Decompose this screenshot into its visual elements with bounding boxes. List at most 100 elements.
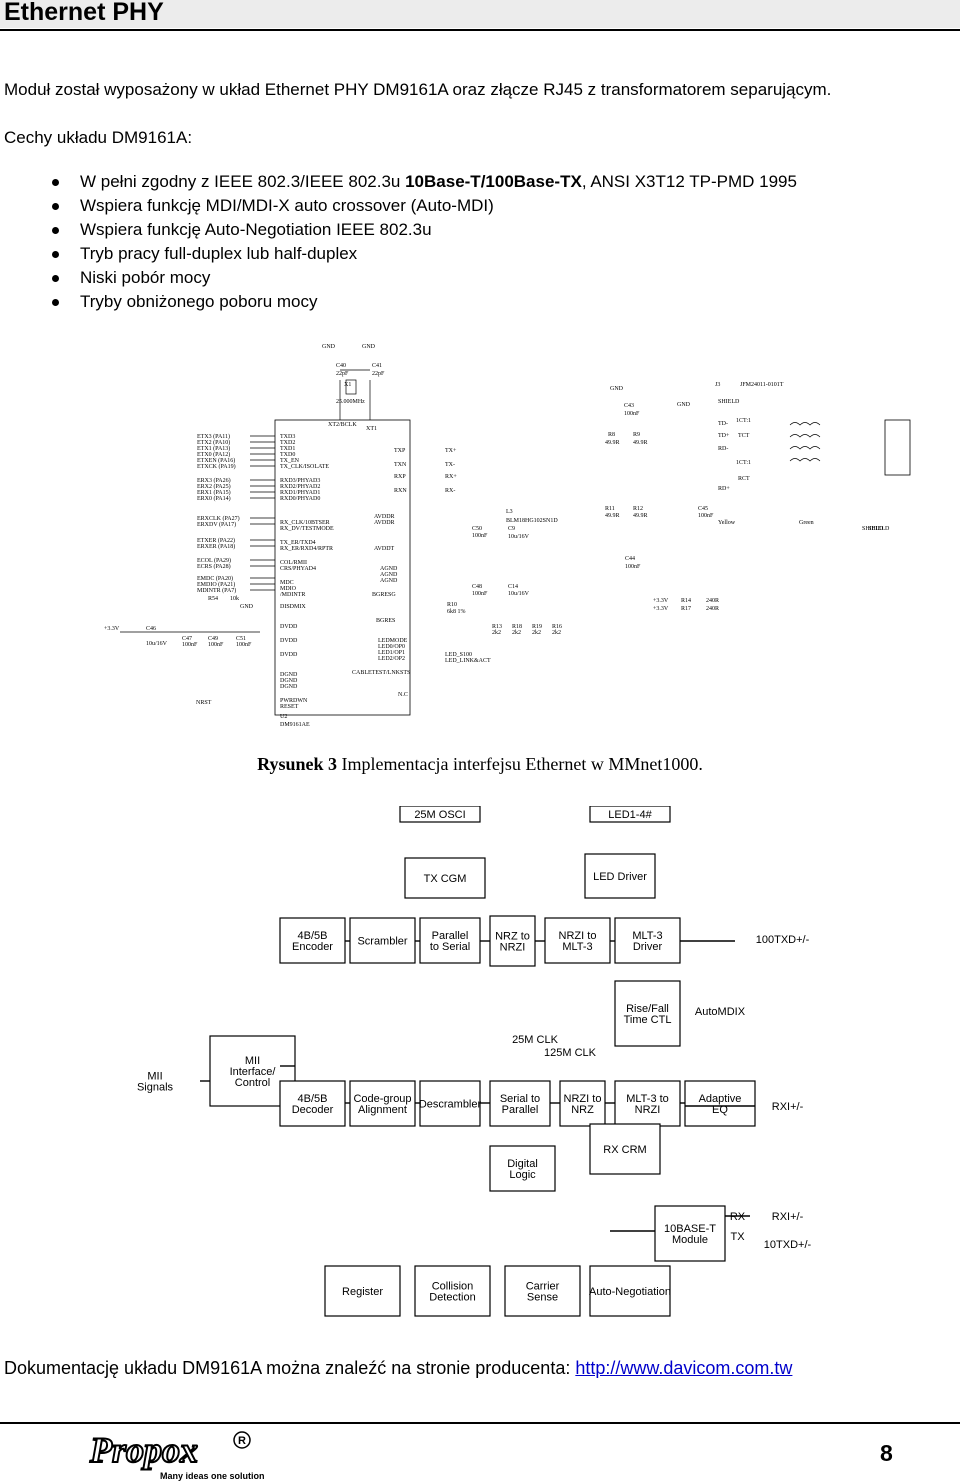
chip-pin-label: RX_CLK/10BTSER bbox=[280, 520, 330, 526]
chip-pin-label: RXD1/PHYAD1 bbox=[280, 490, 320, 496]
mii-signal-label: ETXCK (PA19) bbox=[197, 463, 236, 470]
bullet-icon bbox=[52, 299, 59, 306]
davicom-link[interactable]: http://www.davicom.com.tw bbox=[575, 1358, 793, 1378]
block-label-line: Driver bbox=[633, 941, 663, 953]
chip-pin-label: TX_CLK/ISOLATE bbox=[280, 464, 329, 470]
block-label-line: MLT-3 to bbox=[626, 1093, 669, 1105]
mii-signal-label: EMDC (PA20) bbox=[197, 575, 233, 582]
feature-text: Wspiera funkcję MDI/MDI-X auto crossover… bbox=[80, 196, 494, 215]
chip-pin-label: TX_ER/TXD4 bbox=[280, 540, 316, 546]
block-label-line: 25M OSCI bbox=[414, 809, 465, 821]
chip-right-label: CABLETEST/LNKSTS bbox=[352, 670, 410, 676]
block-label-line: Parallel bbox=[432, 930, 469, 942]
block-label: RXI+/- bbox=[772, 1101, 804, 1113]
logo-wordmark: Propox bbox=[89, 1430, 198, 1470]
block-box bbox=[414, 1265, 491, 1317]
chip-pin-label: DM9161AE bbox=[280, 722, 310, 728]
power-label: 100nF bbox=[236, 642, 252, 648]
chip-pin-label: RX_DV/TESTMODE bbox=[280, 526, 334, 532]
power-label: C46 bbox=[146, 626, 156, 632]
mii-signal-label: ERX1 (PA15) bbox=[197, 489, 231, 496]
block-box bbox=[279, 1080, 346, 1127]
block-label-line: NRZ bbox=[571, 1104, 594, 1116]
mii-signal-label: ERXER (PA18) bbox=[197, 543, 235, 550]
transformer-coil bbox=[789, 422, 821, 426]
block-box bbox=[324, 1265, 401, 1317]
chip-pin-label: CRS/PHYAD4 bbox=[280, 566, 316, 572]
block-box bbox=[614, 917, 681, 964]
block-label-line: MII bbox=[245, 1055, 260, 1067]
block-label-line: Digital bbox=[507, 1158, 538, 1170]
schematic-top-label: JFM24011-0101T bbox=[740, 382, 784, 388]
block-box bbox=[589, 806, 671, 823]
net-label: 49.9R bbox=[633, 440, 648, 446]
block-label-line: 25M CLK bbox=[512, 1034, 559, 1046]
net-label: RX- bbox=[445, 488, 455, 494]
feature-item: Niski pobór mocy bbox=[52, 268, 210, 288]
net-label: SHIELD bbox=[862, 526, 884, 532]
net-label: C48 bbox=[472, 584, 482, 590]
block-box bbox=[589, 1123, 661, 1175]
net-label: TD+ bbox=[718, 433, 730, 439]
schematic-top-label: 22pF bbox=[372, 371, 385, 377]
block-label-line: RX CRM bbox=[603, 1144, 646, 1156]
block-label-line: Detection bbox=[429, 1292, 475, 1304]
block-label-line: Parallel bbox=[502, 1104, 539, 1116]
schematic-top-label: X1 bbox=[344, 382, 351, 388]
chip-pin-label: DISDMIX bbox=[280, 604, 306, 610]
net-label: RCT bbox=[738, 476, 750, 482]
chip-pin-label: MDC bbox=[280, 580, 294, 586]
block-label: LED1-4# bbox=[608, 809, 652, 821]
chip-right-label: TXP bbox=[394, 448, 406, 454]
mii-signal-label: ECOL (PA29) bbox=[197, 557, 231, 564]
block-box bbox=[404, 857, 486, 899]
chip-right-label: AGND bbox=[380, 578, 398, 584]
net-label: RD+ bbox=[718, 486, 730, 492]
chip-pin-label: TX_EN bbox=[280, 458, 300, 464]
net-label: Green bbox=[799, 520, 814, 526]
net-label: R8 bbox=[608, 432, 615, 438]
mii-signal-label: MDINTR (PA7) bbox=[197, 587, 236, 594]
chip-u2 bbox=[274, 419, 411, 716]
bullet-icon bbox=[52, 251, 59, 258]
feature-text: Tryby obniżonego poboru mocy bbox=[80, 292, 318, 311]
chip-right-label: LED0/OP0 bbox=[378, 644, 405, 650]
block-label: TX CGM bbox=[424, 873, 467, 885]
feature-bold: 10Base-T/100Base-TX bbox=[405, 172, 582, 191]
bullet-icon bbox=[52, 179, 59, 186]
block-box bbox=[614, 980, 681, 1047]
chip-pin-label: TXD2 bbox=[280, 440, 295, 446]
net-label: R14 bbox=[681, 598, 691, 604]
power-label: 10u/16V bbox=[146, 641, 168, 647]
block-box bbox=[654, 1205, 726, 1262]
net-label: 100nF bbox=[472, 591, 488, 597]
net-label: R13 bbox=[492, 624, 502, 630]
block-label-line: NRZI to bbox=[564, 1093, 602, 1105]
net-label: C9 bbox=[508, 526, 515, 532]
chip-right-label: BGRES bbox=[376, 618, 395, 624]
chip-pin-label: TXD3 bbox=[280, 434, 295, 440]
feature-text: , ANSI X3T12 TP-PMD 1995 bbox=[581, 172, 797, 191]
features-heading: Cechy układu DM9161A: bbox=[4, 128, 193, 147]
figure-caption: Rysunek 3 Implementacja interfejsu Ether… bbox=[0, 754, 960, 775]
net-label: RX+ bbox=[445, 474, 457, 480]
block-label-line: Sense bbox=[527, 1292, 558, 1304]
bullet-icon bbox=[52, 227, 59, 234]
net-label: BLM18HG102SN1D bbox=[506, 518, 558, 524]
chip-right-label: RXP bbox=[394, 474, 406, 480]
chip-pin-label: DVDD bbox=[280, 652, 298, 658]
chip-right-label: AGND bbox=[380, 566, 398, 572]
chip-pin-label: TXD1 bbox=[280, 446, 295, 452]
mii-signal-label: ERXDV (PA17) bbox=[197, 521, 236, 528]
schematic-top-label: GND bbox=[677, 402, 691, 408]
chip-pin-label: DVDD bbox=[280, 638, 298, 644]
net-label: +3.3V bbox=[653, 598, 669, 604]
